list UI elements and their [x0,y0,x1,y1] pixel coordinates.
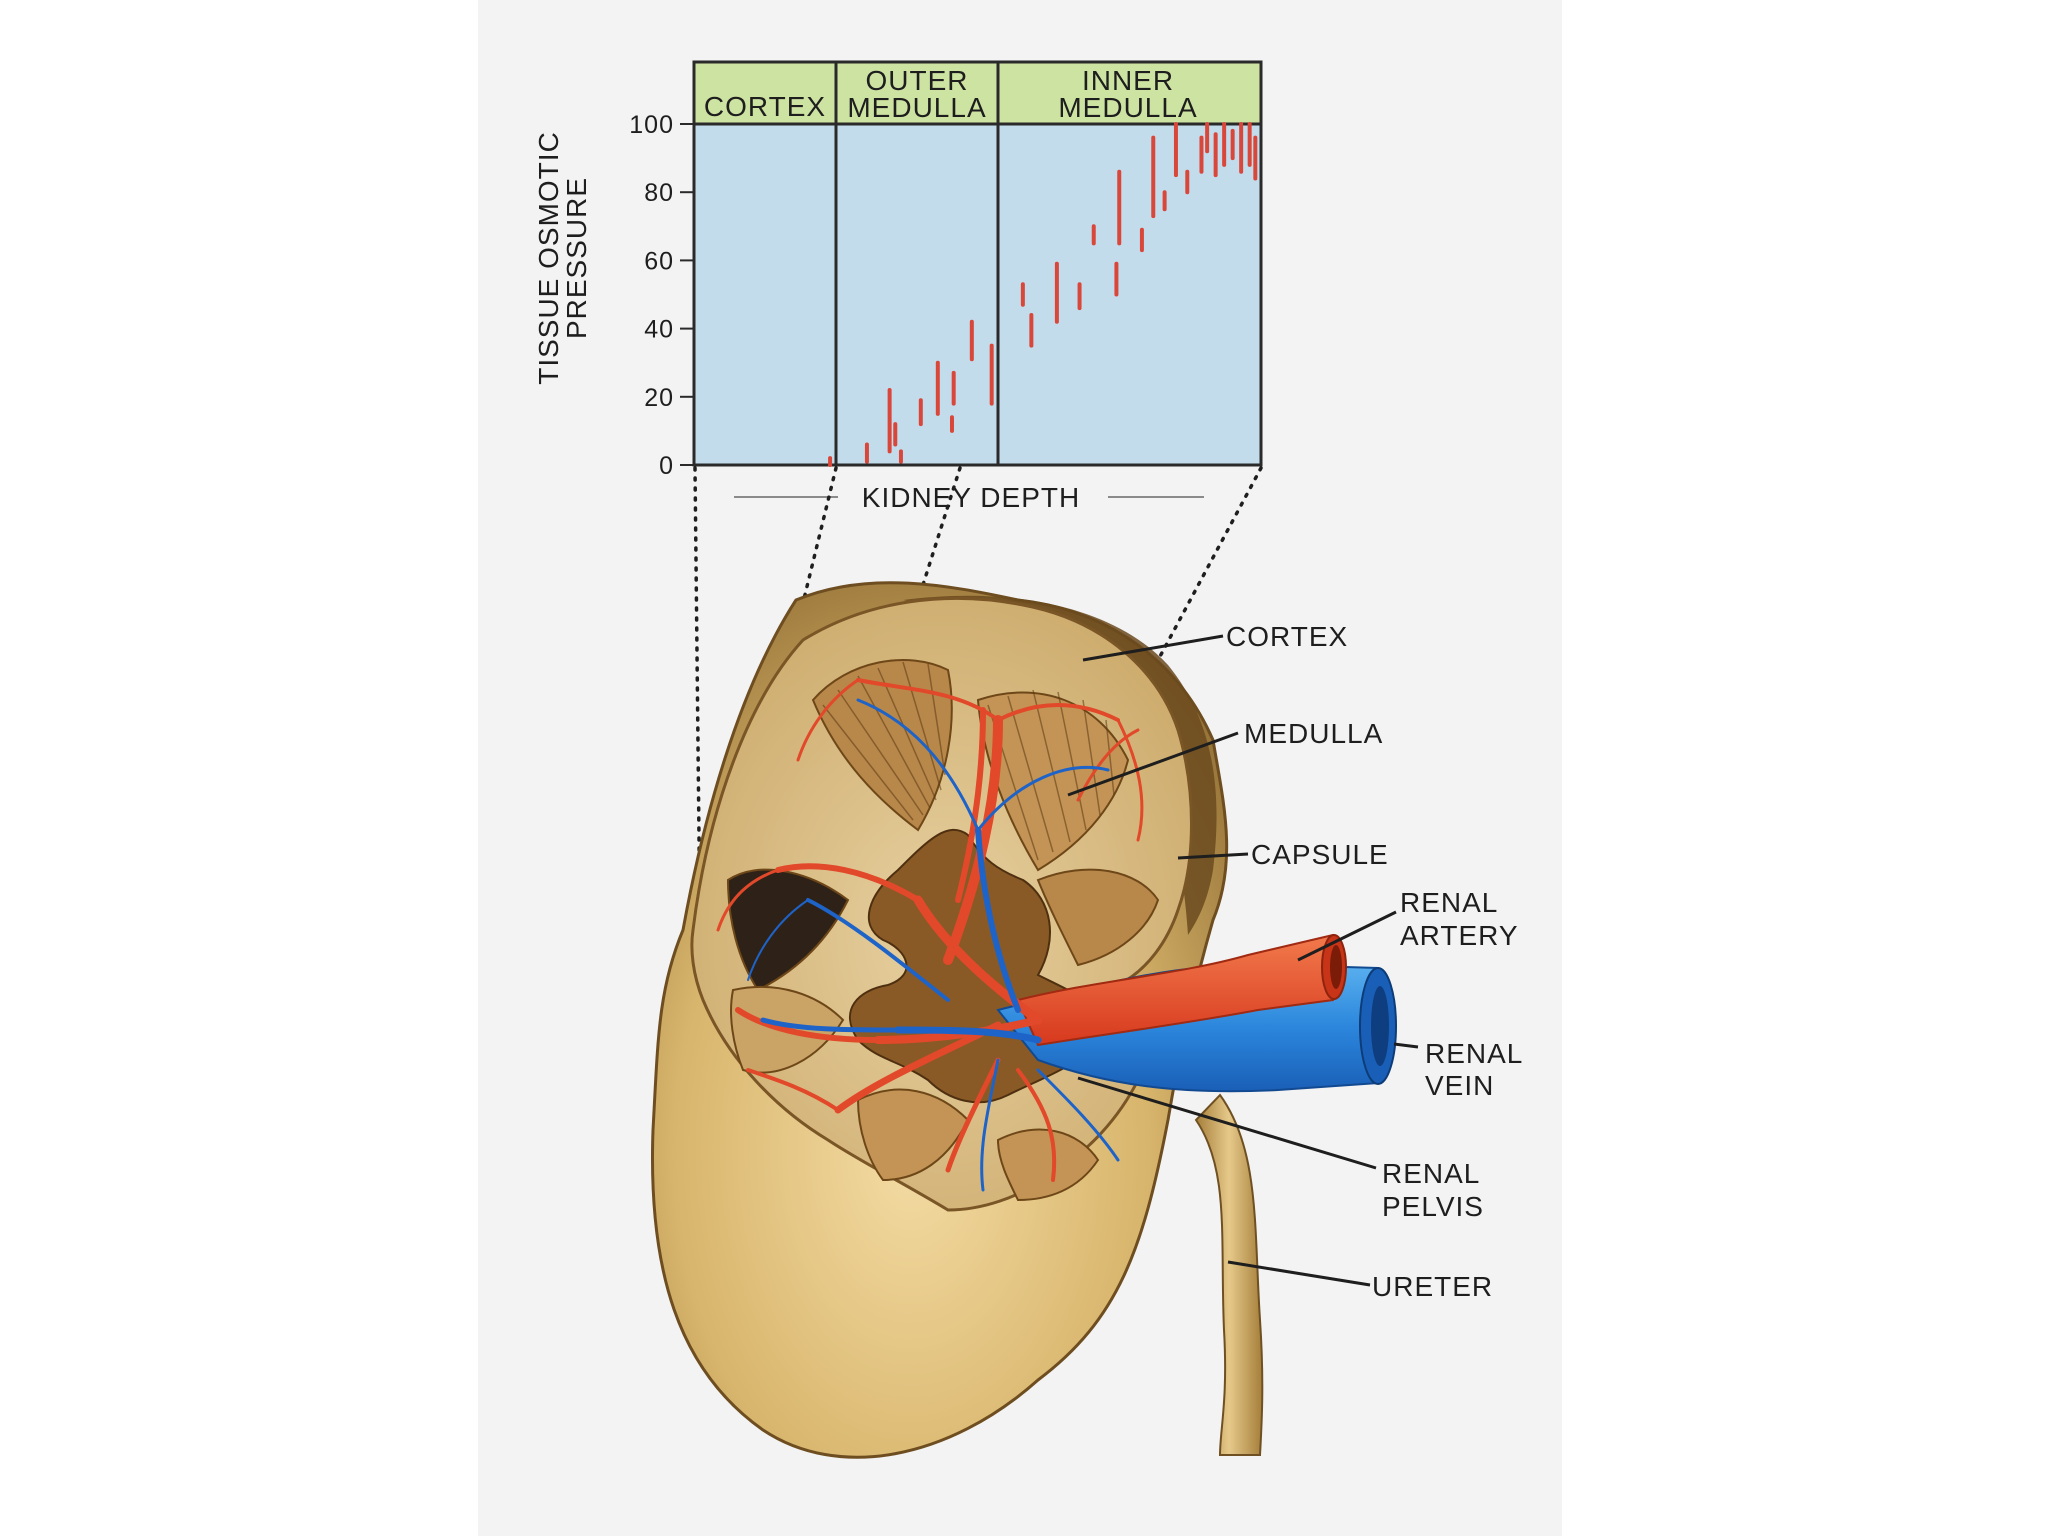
label-renal-pelvis-line1: RENAL [1382,1158,1480,1189]
label-cortex: CORTEX [1226,621,1348,652]
y-axis-ticks: 0 20 40 60 80 100 [629,111,694,480]
zone-label-outer-medulla-line2: MEDULLA [847,92,986,123]
ureter-tube [1196,1095,1262,1455]
renal-artery-leader [1298,912,1396,960]
y-tick-label: 60 [644,247,674,275]
zone-label-inner-medulla-line2: MEDULLA [1058,92,1197,123]
y-tick-label: 80 [644,179,674,207]
y-tick-label: 40 [644,316,674,344]
label-capsule: CAPSULE [1251,839,1389,870]
osmotic-pressure-chart: CORTEX OUTER MEDULLA INNER MEDULLA 02040… [533,62,1261,513]
y-axis-label-line1: TISSUE OSMOTIC [533,131,564,385]
label-ureter: URETER [1372,1271,1493,1302]
label-renal-vein-line1: RENAL [1425,1038,1523,1069]
y-tick-label: 0 [659,452,674,480]
label-renal-artery-line1: RENAL [1400,887,1498,918]
kidney-osmotic-figure: CORTEX OUTER MEDULLA INNER MEDULLA 02040… [478,0,1562,1536]
label-renal-vein-line2: VEIN [1425,1070,1494,1101]
label-renal-pelvis-line2: PELVIS [1382,1191,1484,1222]
label-medulla: MEDULLA [1244,718,1383,749]
y-tick-label: 20 [644,384,674,412]
kidney-illustration [652,583,1396,1458]
y-tick-label: 100 [629,111,674,139]
y-axis-label-line2: PRESSURE [561,177,592,339]
label-renal-artery-line2: ARTERY [1400,920,1519,951]
zone-label-cortex: CORTEX [704,91,826,122]
renal-vein-leader [1394,1044,1418,1047]
x-axis-label: KIDNEY DEPTH [862,482,1080,513]
